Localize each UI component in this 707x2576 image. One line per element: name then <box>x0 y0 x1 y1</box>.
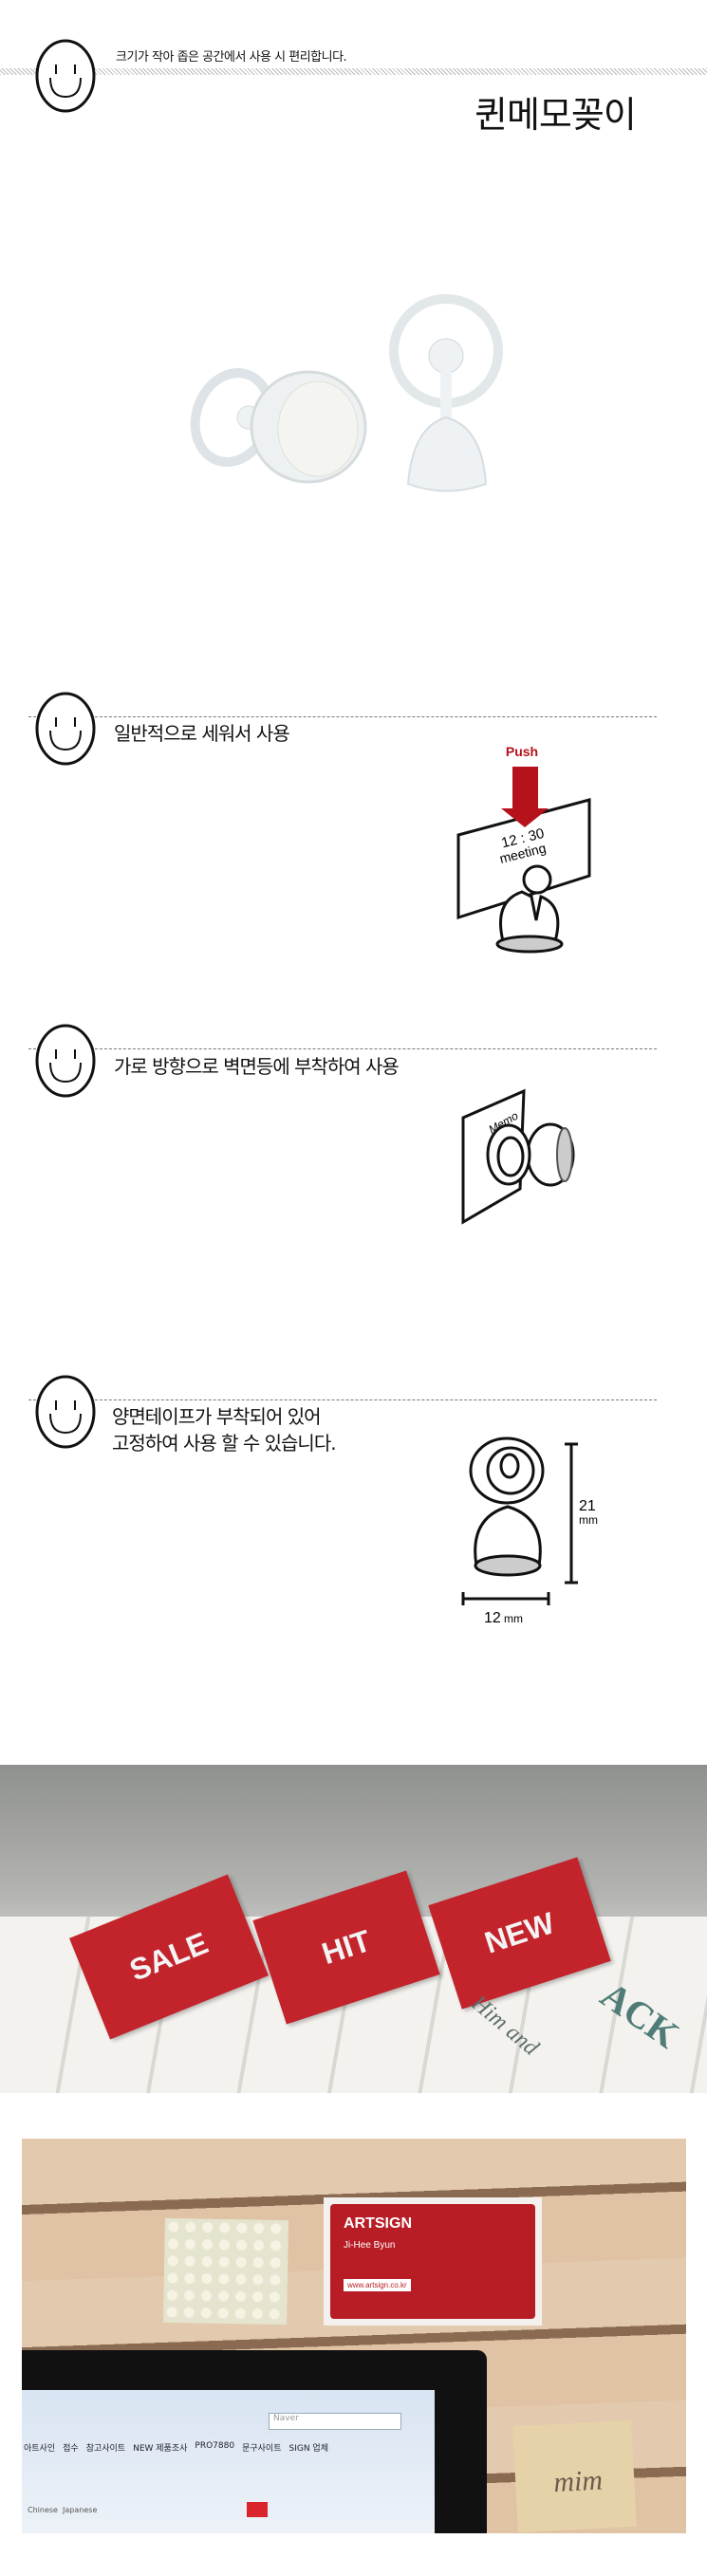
wall-mount-illustration: Memo <box>461 1088 575 1225</box>
smiley-icon <box>35 1375 96 1449</box>
card-url: www.artsign.co.kr <box>344 2279 411 2291</box>
search-button <box>247 2502 268 2517</box>
section-text-line2: 고정하여 사용 할 수 있습니다. <box>112 1432 337 1455</box>
smiley-icon <box>35 1024 96 1098</box>
sale-tags-photo: SALE HIT NEW ACK Him and <box>0 1765 707 2093</box>
search-input: Naver <box>269 2413 401 2430</box>
memo-card-photo <box>163 2217 288 2326</box>
smiley-icon <box>35 692 96 766</box>
card-brand: ARTSIGN <box>344 2215 412 2232</box>
bookmark: 아트사인 <box>24 2444 56 2454</box>
page-title: 퀸메모꽂이 <box>474 94 637 136</box>
bookmark: SIGN 업체 <box>288 2444 328 2454</box>
dashed-divider <box>28 716 657 717</box>
hatched-divider <box>0 68 707 75</box>
monitor-desk-photo: ARTSIGN Ji-Hee Byun www.artsign.co.kr Na… <box>22 2139 686 2533</box>
dashed-divider <box>28 1048 657 1049</box>
bookmark: NEW 제품조사 <box>133 2444 188 2454</box>
browser-window: Naver 아트사인 접수 참고사이트 NEW 제품조사 PRO7880 문구사이트 SIG… <box>22 2390 435 2533</box>
product-photo <box>190 294 503 492</box>
smiley-icon <box>35 39 96 113</box>
section-text: 가로 방향으로 벽면등에 부착하여 사용 <box>114 1055 400 1078</box>
business-card: ARTSIGN Ji-Hee Byun www.artsign.co.kr <box>324 2197 542 2326</box>
bookmark: 문구사이트 <box>242 2444 282 2454</box>
monitor: Naver 아트사인 접수 참고사이트 NEW 제품조사 PRO7880 문구사이트 SIG… <box>22 2350 487 2533</box>
width-unit: mm <box>504 1612 523 1625</box>
wooden-block: mim <box>512 2419 637 2533</box>
bookmark: PRO7880 <box>195 2441 235 2451</box>
block-text: mim <box>552 2464 604 2499</box>
dimension-illustration: 21 mm 12 mm <box>461 1436 598 1626</box>
tagline: 크기가 작아 좁은 공간에서 사용 시 편리합니다. <box>116 50 347 65</box>
card-name: Ji-Hee Byun <box>344 2240 396 2251</box>
push-label: Push <box>506 744 538 759</box>
bookmark: 접수 <box>63 2444 79 2454</box>
width-value: 12 <box>484 1610 501 1626</box>
standing-use-illustration: Push 12 : 30 meeting <box>456 744 591 954</box>
language-links: Chinese Japanese <box>28 2506 98 2514</box>
height-value: 21 <box>579 1498 596 1514</box>
section-text-line1: 양면테이프가 부착되어 있어 <box>112 1405 322 1428</box>
section-text: 일반적으로 세워서 사용 <box>114 722 290 745</box>
bookmarks-bar: 아트사인 접수 참고사이트 NEW 제품조사 PRO7880 문구사이트 SIGN 업체 <box>24 2441 328 2454</box>
height-unit: mm <box>579 1513 598 1527</box>
dashed-divider <box>28 1399 657 1400</box>
bookmark: 참고사이트 <box>85 2444 126 2454</box>
